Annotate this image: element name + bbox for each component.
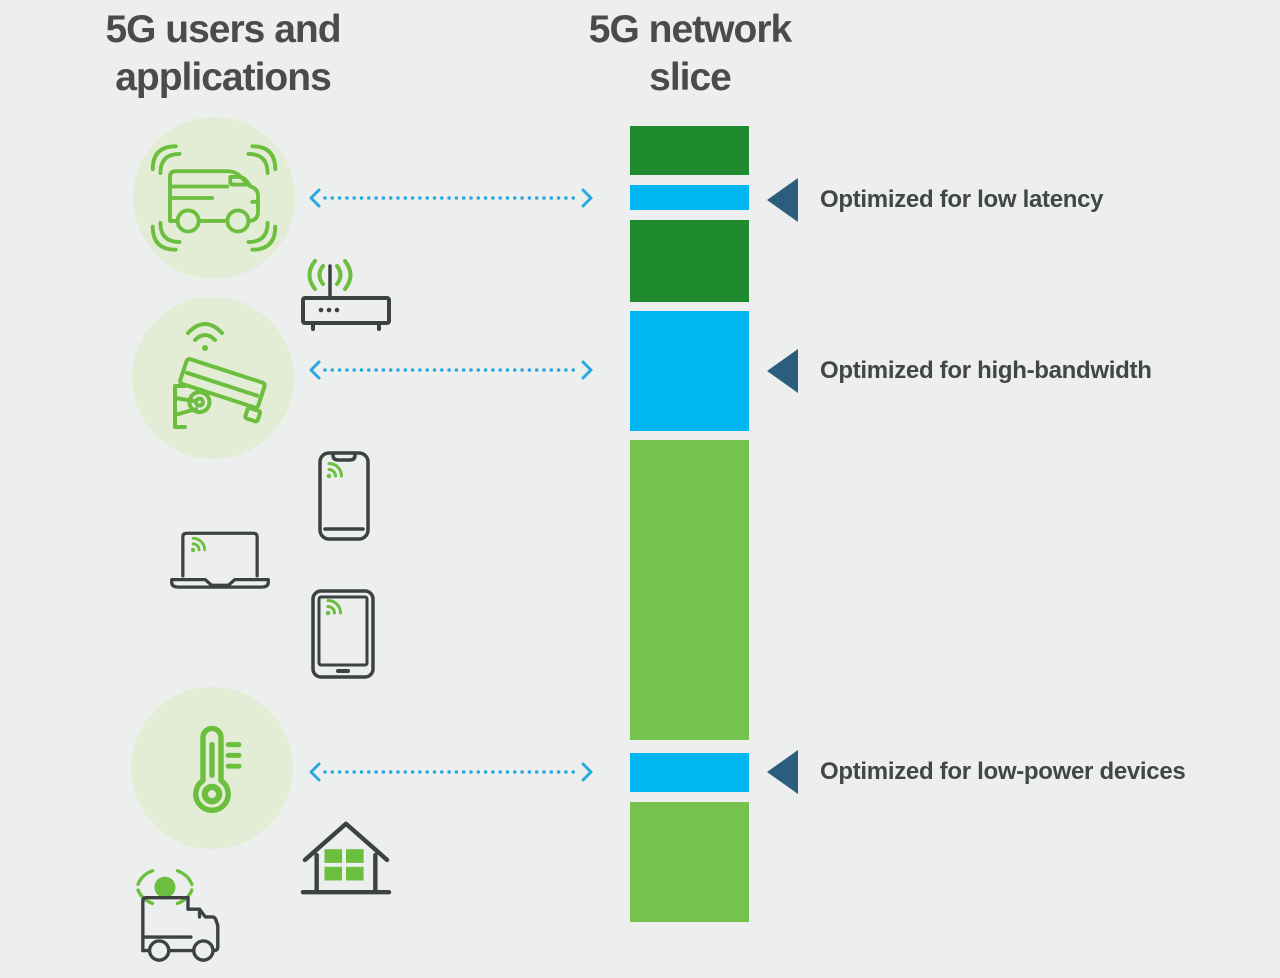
left-title-line1: 5G users and [105, 8, 341, 51]
router-box [296, 248, 396, 333]
slice-segment-bright-blue [630, 753, 749, 792]
right-column-title: 5G network slice [530, 6, 850, 102]
high-bandwidth-mapping-arrow [309, 360, 593, 380]
annotation-label: Optimized for low-power devices [820, 758, 1186, 785]
van-circle-badge [133, 117, 295, 279]
left-pointer-triangle-icon [767, 178, 798, 222]
slice-segment-bright-blue [630, 311, 749, 431]
ambulance-box [128, 866, 248, 964]
thermometer-circle-badge [131, 687, 293, 849]
network-slice-bar [630, 126, 749, 922]
left-pointer-triangle-icon [767, 349, 798, 393]
slice-segment-light-green [630, 802, 749, 922]
smart-home-box [297, 814, 395, 902]
left-title-line2: applications [115, 56, 332, 99]
slice-segment-light-green [630, 440, 749, 740]
security-camera-icon [173, 322, 267, 429]
annotation-label: Optimized for low latency [820, 186, 1104, 213]
smart-thermometer-icon [193, 725, 242, 813]
annotation-label: Optimized for high-bandwidth [820, 357, 1152, 384]
slice-segment-dark-green [630, 220, 749, 302]
annotation-low-power: Optimized for low-power devices [767, 750, 1186, 794]
laptop-icon [170, 531, 270, 589]
right-title-line1: 5G network [588, 8, 792, 51]
laptop-box [168, 527, 272, 597]
annotation-low-latency: Optimized for low latency [767, 178, 1104, 222]
camera-circle-badge [132, 297, 294, 459]
slice-segment-bright-blue [630, 185, 749, 210]
low-power-mapping-arrow [309, 762, 593, 782]
smartphone-box [316, 449, 372, 543]
smartphone-icon [318, 451, 370, 541]
left-column-title: 5G users and applications [58, 6, 388, 102]
connected-van-icon [150, 144, 278, 252]
tablet-box [309, 587, 377, 681]
tablet-icon [311, 589, 375, 679]
right-title-line2: slice [649, 56, 732, 99]
smart-home-icon [300, 821, 392, 895]
left-pointer-triangle-icon [767, 750, 798, 794]
ambulance-icon [136, 869, 220, 962]
wireless-router-icon [301, 259, 391, 331]
slice-segment-dark-green [630, 126, 749, 175]
low-latency-mapping-arrow [309, 188, 593, 208]
annotation-high-bandwidth: Optimized for high-bandwidth [767, 349, 1152, 393]
